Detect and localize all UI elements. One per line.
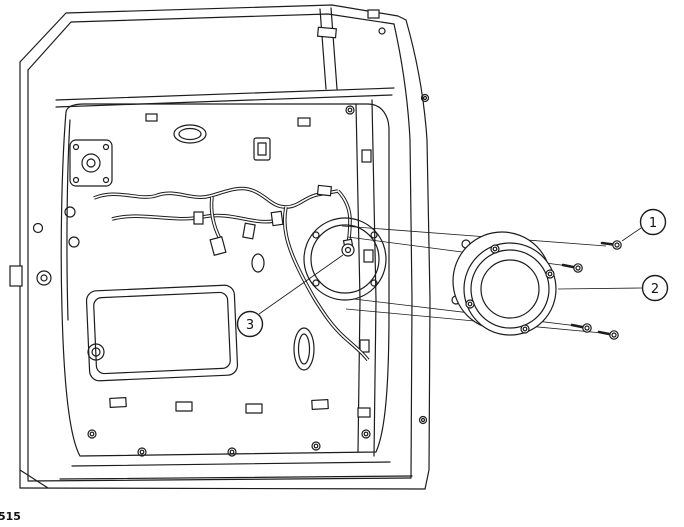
speaker-assembly — [451, 231, 557, 336]
callout-1: 1 — [621, 208, 667, 242]
speaker-wiring-connector — [341, 238, 355, 257]
wiring-harness — [93, 184, 370, 362]
screw — [570, 323, 592, 333]
screw — [561, 263, 583, 273]
speaker-opening — [303, 217, 387, 301]
harness-connector — [242, 222, 256, 240]
harness-connector — [209, 235, 227, 257]
screw — [600, 240, 622, 250]
callout-1-label: 1 — [649, 216, 657, 231]
door-structure — [9, 4, 431, 490]
callout-3: 3 — [236, 254, 344, 338]
inner-panel-outline — [60, 103, 390, 457]
callout-2: 2 — [557, 274, 669, 302]
screw — [597, 330, 619, 340]
harness-connector — [316, 184, 333, 197]
window-divider-bracket — [316, 26, 337, 39]
door-latch — [9, 265, 23, 287]
speaker-outer-ring — [463, 242, 557, 336]
hinge-bracket — [69, 139, 113, 187]
mounting-screws — [561, 240, 622, 340]
harness-connector — [270, 210, 284, 227]
access-cutout — [85, 284, 239, 382]
figure-code: 515 — [0, 510, 21, 523]
harness-clip — [193, 211, 204, 225]
callout-2-label: 2 — [651, 282, 659, 297]
callout-3-label: 3 — [246, 318, 254, 333]
